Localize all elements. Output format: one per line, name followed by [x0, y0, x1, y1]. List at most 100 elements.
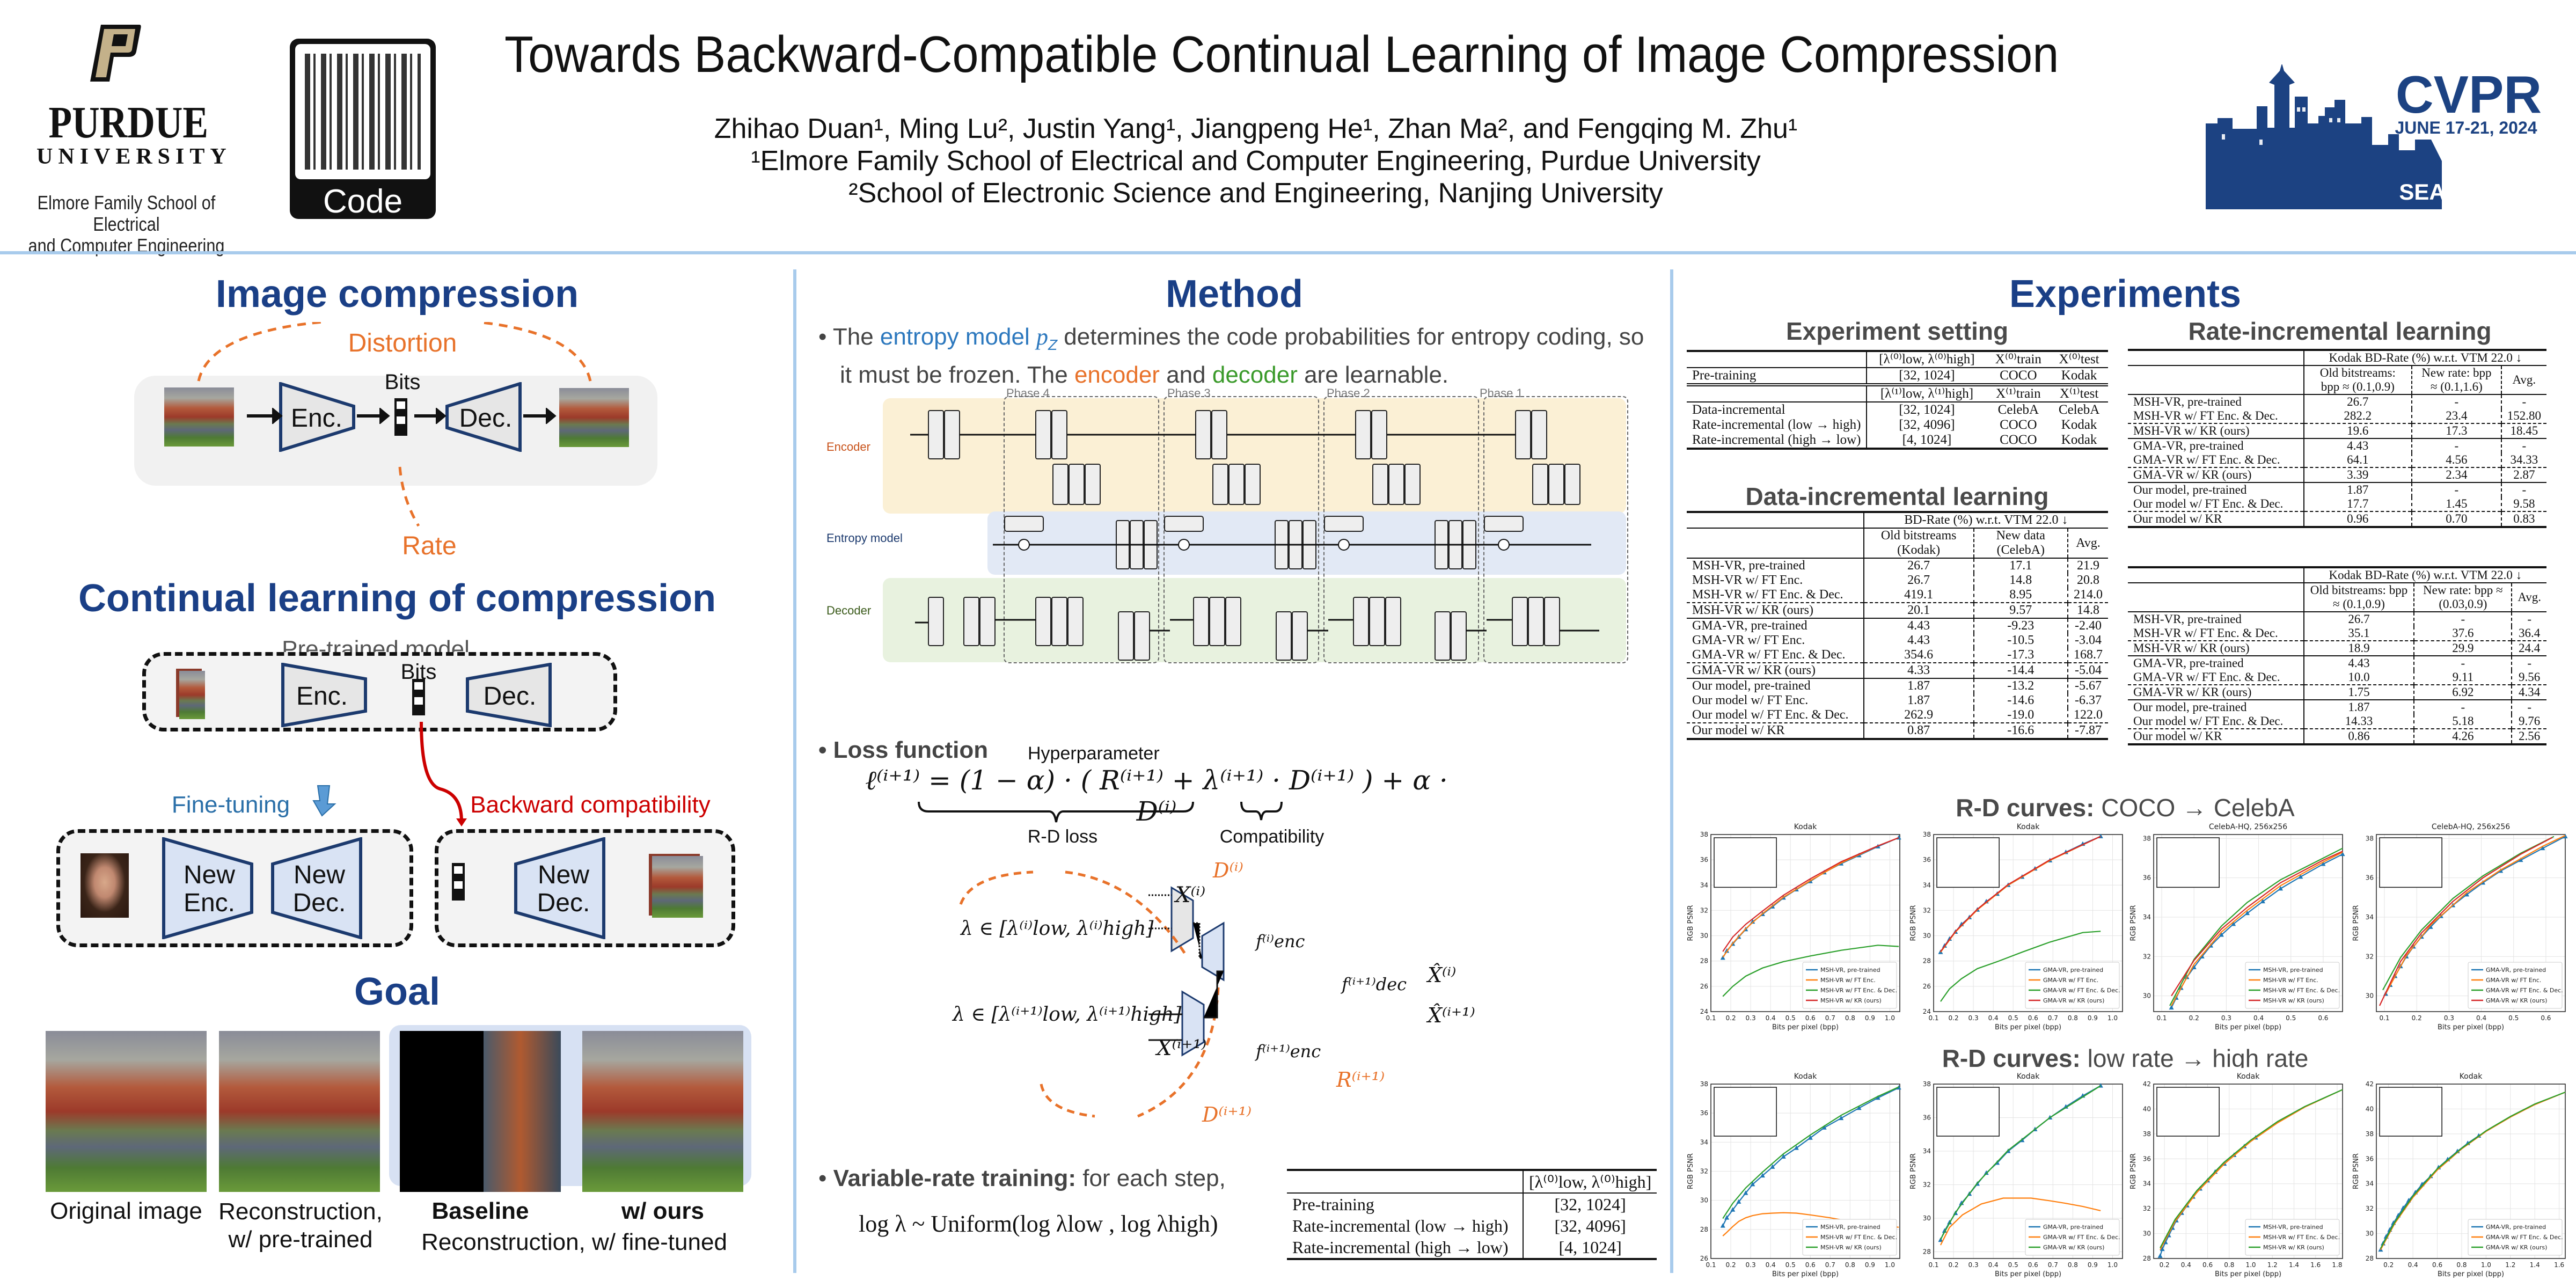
legend-entry: GMA-VR, pre-trained — [2486, 967, 2546, 974]
y-tick-label: 34 — [1700, 881, 1708, 889]
fine-tuned-recon-label: Reconstruction, w/ fine-tuned — [421, 1229, 727, 1255]
original-image-label: Original image — [50, 1198, 202, 1224]
series-line — [2171, 852, 2343, 1006]
y-tick-label: 32 — [1923, 906, 1931, 914]
x-tick-label: 0.3 — [1746, 1261, 1756, 1269]
plot-frame — [2153, 1084, 2343, 1259]
y-axis-label: RGB PSNR — [2352, 1153, 2360, 1189]
y-tick-label: 36 — [2143, 874, 2151, 882]
loss-function-bullet: • Loss function — [818, 737, 989, 763]
x-tick-label: 1.8 — [2332, 1261, 2342, 1269]
x-tick-label: 0.6 — [2432, 1261, 2442, 1269]
table-row: Rate-incremental (low → high)[32, 4096]C… — [1692, 418, 2097, 433]
xhat-i-label: X̂⁽ⁱ⁾ — [1428, 963, 1457, 987]
backward-output-images — [652, 856, 703, 918]
chart-title: CelebA-HQ, 256x256 — [2432, 823, 2510, 831]
x-tick-label: 0.5 — [2008, 1014, 2018, 1022]
lambda-i-label: λ ∈ [λ⁽ⁱ⁾low, λ⁽ⁱ⁾high] — [961, 918, 1154, 940]
loss-braces — [918, 801, 1283, 823]
data-point — [1839, 1115, 1844, 1121]
legend-entry: MSH-VR w/ FT Enc. & Dec. — [2263, 1234, 2340, 1241]
data-point — [2219, 932, 2224, 937]
y-tick-label: 24 — [1700, 1008, 1708, 1015]
data-point — [2278, 885, 2283, 891]
legend-entry: MSH-VR w/ FT Enc. — [2263, 977, 2318, 984]
legend-entry: GMA-VR, pre-trained — [2043, 967, 2103, 974]
x-tick-label: 0.3 — [2444, 1014, 2454, 1022]
lambda-i1-label: λ ∈ [λ⁽ⁱ⁺¹⁾low, λ⁽ⁱ⁺¹⁾high] — [953, 1004, 1182, 1026]
data-point — [2199, 954, 2205, 958]
x-tick-label: 1.0 — [2245, 1261, 2256, 1269]
results-table: Kodak BD-Rate (%) w.r.t. VTM 22.0 ↓Old b… — [2128, 566, 2546, 745]
series-line — [1940, 1085, 2101, 1240]
table-row: GMA-VR w/ FT Enc.4.43-10.5-3.04 — [1687, 633, 2108, 648]
x-axis-label: Bits per pixel (bpp) — [2215, 1270, 2281, 1278]
data-point — [1720, 1223, 1725, 1228]
chart-title: CelebA-HQ, 256x256 — [2209, 823, 2287, 831]
series-line — [1940, 1197, 2101, 1246]
experiment-setting-heading: Experiment setting — [1785, 317, 2009, 345]
y-tick-label: 28 — [1700, 957, 1708, 965]
legend-entry: MSH-VR, pre-trained — [1820, 1224, 1880, 1231]
zoom-inset — [2156, 837, 2220, 888]
x-tick-label: 0.8 — [2068, 1014, 2078, 1022]
pretrained-decoder-shape — [466, 663, 552, 727]
x-tick-label: 0.4 — [2181, 1261, 2191, 1269]
qr-code[interactable]: Code — [290, 39, 436, 220]
xhat-i1-label: X̂⁽ⁱ⁺¹⁾ — [1428, 1004, 1475, 1027]
y-tick-label: 34 — [1923, 1147, 1931, 1155]
phase-box — [1323, 396, 1479, 663]
zoom-inset — [2379, 837, 2442, 888]
chart-title: Kodak — [2017, 1072, 2040, 1081]
y-tick-label: 36 — [2366, 874, 2374, 882]
data-point — [2540, 845, 2545, 851]
x-tick-label: 0.3 — [1746, 1014, 1756, 1022]
zoom-inset — [2379, 1087, 2442, 1137]
input-image — [164, 387, 234, 447]
y-axis-label: RGB PSNR — [2129, 905, 2138, 941]
series-line — [2382, 836, 2555, 991]
legend-entry: MSH-VR w/ FT Enc. & Dec. — [2263, 987, 2340, 994]
x-tick-label: 0.5 — [1785, 1014, 1796, 1022]
x-tick-label: 0.6 — [2202, 1261, 2213, 1269]
baseline-label: Baseline — [431, 1198, 529, 1224]
zoom-inset — [1714, 837, 1777, 888]
table-column-header: Avg. — [2067, 528, 2108, 558]
legend-entry: GMA-VR w/ KR (ours) — [2043, 997, 2104, 1004]
y-tick-label: 34 — [2143, 1180, 2151, 1188]
chart-title: Kodak — [1794, 823, 1818, 831]
x-tick-label: 0.1 — [2156, 1014, 2167, 1022]
legend-entry: GMA-VR w/ FT Enc. & Dec. — [2486, 987, 2563, 994]
pretrained-dec-label: Dec. — [483, 682, 537, 711]
x-tick-label: 1.0 — [2107, 1014, 2118, 1022]
dec-label: Dec. — [459, 404, 513, 433]
compat-flow-shapes — [959, 870, 1225, 1118]
x-tick-label: 0.7 — [2048, 1261, 2058, 1269]
x-tick-label: 1.6 — [2554, 1261, 2564, 1269]
x-tick-label: 0.2 — [1949, 1261, 1959, 1269]
table-row: Rate-incremental (high → low)[4, 1024] — [1287, 1236, 1657, 1259]
results-table: Kodak BD-Rate (%) w.r.t. VTM 22.0 ↓Old b… — [2128, 349, 2546, 528]
x-axis-label: Bits per pixel (bpp) — [1772, 1023, 1839, 1031]
series-line — [1722, 1086, 1899, 1219]
data-point — [1724, 948, 1730, 953]
table-column-header: New rate: bpp ≈ (0.1,1.6) — [2411, 365, 2501, 394]
x-axis-label: Bits per pixel (bpp) — [2438, 1023, 2504, 1031]
x-tick-label: 0.7 — [2048, 1014, 2058, 1022]
x-tick-label: 0.4 — [2253, 1014, 2264, 1022]
image-compression-heading: Image compression — [215, 273, 579, 316]
x-tick-label: 0.4 — [1988, 1014, 1999, 1022]
fenc-i-label: f⁽ⁱ⁾enc — [1256, 931, 1305, 952]
